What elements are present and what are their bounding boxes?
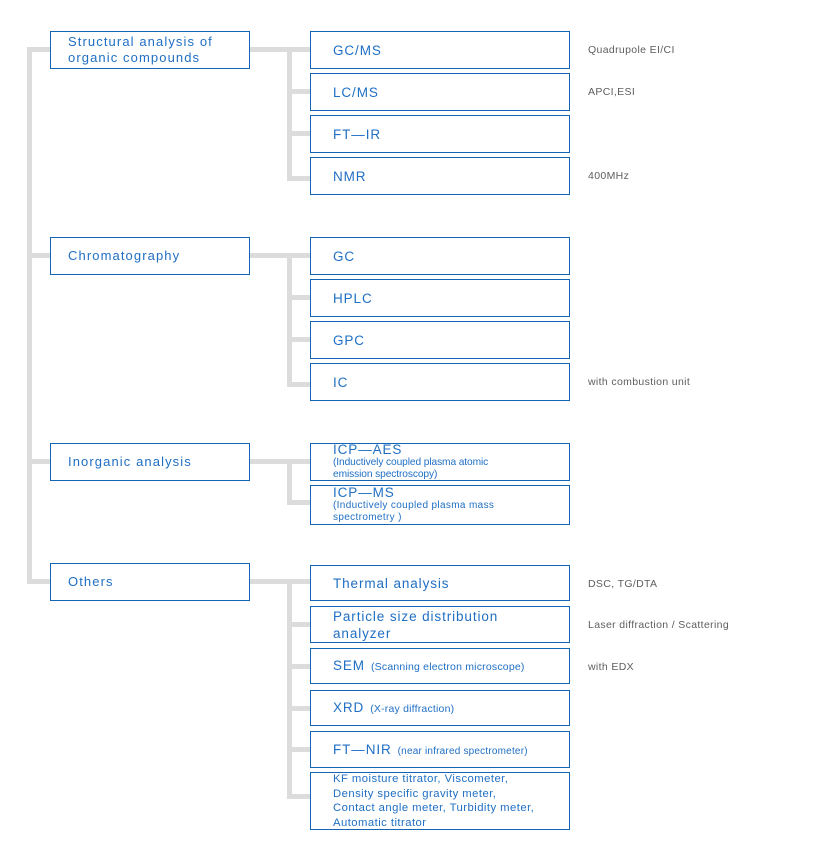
child-stub-sem	[287, 664, 311, 669]
note-sem: with EDX	[588, 661, 634, 673]
child-stub-nmr	[287, 176, 311, 181]
parent-label-structural-analysis: Structural analysis of organic compounds	[68, 34, 213, 65]
trunk-stub-chromatography	[27, 253, 55, 258]
spine-vertical-inorganic	[287, 459, 292, 505]
parent-label-inorganic-analysis: Inorganic analysis	[68, 454, 192, 469]
child-box-ft-nir[interactable]: FT—NIR (near infrared spectrometer)	[310, 731, 570, 768]
child-sublabel-icp-aes: (Inductively coupled plasma atomic emiss…	[333, 457, 489, 480]
child-label-sem: SEM	[333, 658, 365, 673]
child-label-lcms: LC/MS	[333, 84, 379, 100]
note-thermal-analysis: DSC, TG/DTA	[588, 578, 658, 590]
child-label-misc-instruments: KF moisture titrator, Viscometer, Densit…	[333, 773, 535, 829]
child-sublabel-icp-ms: (Inductively coupled plasma mass spectro…	[333, 499, 495, 524]
spine-lead-others	[250, 579, 292, 584]
child-label-gcms: GC/MS	[333, 42, 382, 58]
parent-box-inorganic-analysis[interactable]: Inorganic analysis	[50, 443, 250, 481]
spine-lead-structural	[250, 47, 292, 52]
child-stub-icp-ms	[287, 500, 311, 505]
child-label-ft-nir: FT—NIR	[333, 741, 392, 757]
child-label-xrd: XRD	[333, 700, 365, 715]
child-box-gpc[interactable]: GPC	[310, 321, 570, 359]
parent-label-chromatography: Chromatography	[68, 248, 181, 263]
parent-box-chromatography[interactable]: Chromatography	[50, 237, 250, 275]
child-stub-xrd	[287, 706, 311, 711]
child-box-ftir[interactable]: FT—IR	[310, 115, 570, 153]
child-box-xrd[interactable]: XRD (X-ray diffraction)	[310, 690, 570, 726]
child-box-nmr[interactable]: NMR	[310, 157, 570, 195]
child-sublabel-sem: (Scanning electron microscope)	[370, 661, 525, 673]
trunk-stub-inorganic	[27, 459, 55, 464]
child-stub-gpc	[287, 337, 311, 342]
child-stub-gcms	[287, 47, 311, 52]
child-stub-icp-aes	[287, 459, 311, 464]
spine-lead-chromatography	[250, 253, 292, 258]
parent-box-structural-analysis[interactable]: Structural analysis of organic compounds	[50, 31, 250, 69]
parent-box-others[interactable]: Others	[50, 563, 250, 601]
child-label-icp-aes: ICP—AES	[333, 442, 403, 457]
child-label-hplc: HPLC	[333, 290, 373, 306]
child-label-gc: GC	[333, 248, 356, 264]
spine-vertical-others	[287, 579, 292, 799]
child-box-hplc[interactable]: HPLC	[310, 279, 570, 317]
child-box-lcms[interactable]: LC/MS	[310, 73, 570, 111]
note-particle-size: Laser diffraction / Scattering	[588, 619, 730, 631]
note-gcms: Quadrupole EI/CI	[588, 44, 675, 56]
note-nmr: 400MHz	[588, 170, 630, 182]
child-stub-hplc	[287, 295, 311, 300]
child-box-ic[interactable]: IC	[310, 363, 570, 401]
spine-vertical-structural	[287, 47, 292, 181]
child-box-icp-aes[interactable]: ICP—AES (Inductively coupled plasma atom…	[310, 443, 570, 481]
child-stub-lcms	[287, 89, 311, 94]
child-box-thermal-analysis[interactable]: Thermal analysis	[310, 565, 570, 601]
child-sublabel-xrd: (X-ray diffraction)	[370, 703, 455, 715]
child-stub-thermal-analysis	[287, 579, 311, 584]
spine-lead-inorganic	[250, 459, 292, 464]
child-box-icp-ms[interactable]: ICP—MS (Inductively coupled plasma mass …	[310, 485, 570, 525]
child-box-particle-size[interactable]: Particle size distribution analyzer	[310, 606, 570, 643]
trunk-stub-structural	[27, 47, 55, 52]
child-box-gcms[interactable]: GC/MS	[310, 31, 570, 69]
trunk-vertical-connector	[27, 47, 32, 584]
child-stub-particle-size	[287, 622, 311, 627]
child-sublabel-ft-nir: (near infrared spectrometer)	[397, 745, 528, 757]
trunk-stub-others	[27, 579, 55, 584]
child-label-gpc: GPC	[333, 332, 365, 348]
child-label-ftir: FT—IR	[333, 126, 381, 142]
child-stub-gc	[287, 253, 311, 258]
child-stub-ft-nir	[287, 747, 311, 752]
child-label-icp-ms: ICP—MS	[333, 484, 395, 500]
parent-label-others: Others	[68, 574, 114, 589]
child-stub-ftir	[287, 131, 311, 136]
child-label-ic: IC	[333, 374, 349, 390]
child-box-misc-instruments[interactable]: KF moisture titrator, Viscometer, Densit…	[310, 772, 570, 830]
child-label-particle-size: Particle size distribution analyzer	[333, 608, 499, 641]
spine-vertical-chromatography	[287, 253, 292, 387]
child-stub-misc-instruments	[287, 794, 311, 799]
child-box-gc[interactable]: GC	[310, 237, 570, 275]
note-lcms: APCI,ESI	[588, 86, 636, 98]
child-box-sem[interactable]: SEM (Scanning electron microscope)	[310, 648, 570, 684]
child-label-nmr: NMR	[333, 168, 367, 184]
note-ic: with combustion unit	[588, 376, 691, 388]
child-stub-ic	[287, 382, 311, 387]
child-label-thermal-analysis: Thermal analysis	[333, 575, 450, 591]
